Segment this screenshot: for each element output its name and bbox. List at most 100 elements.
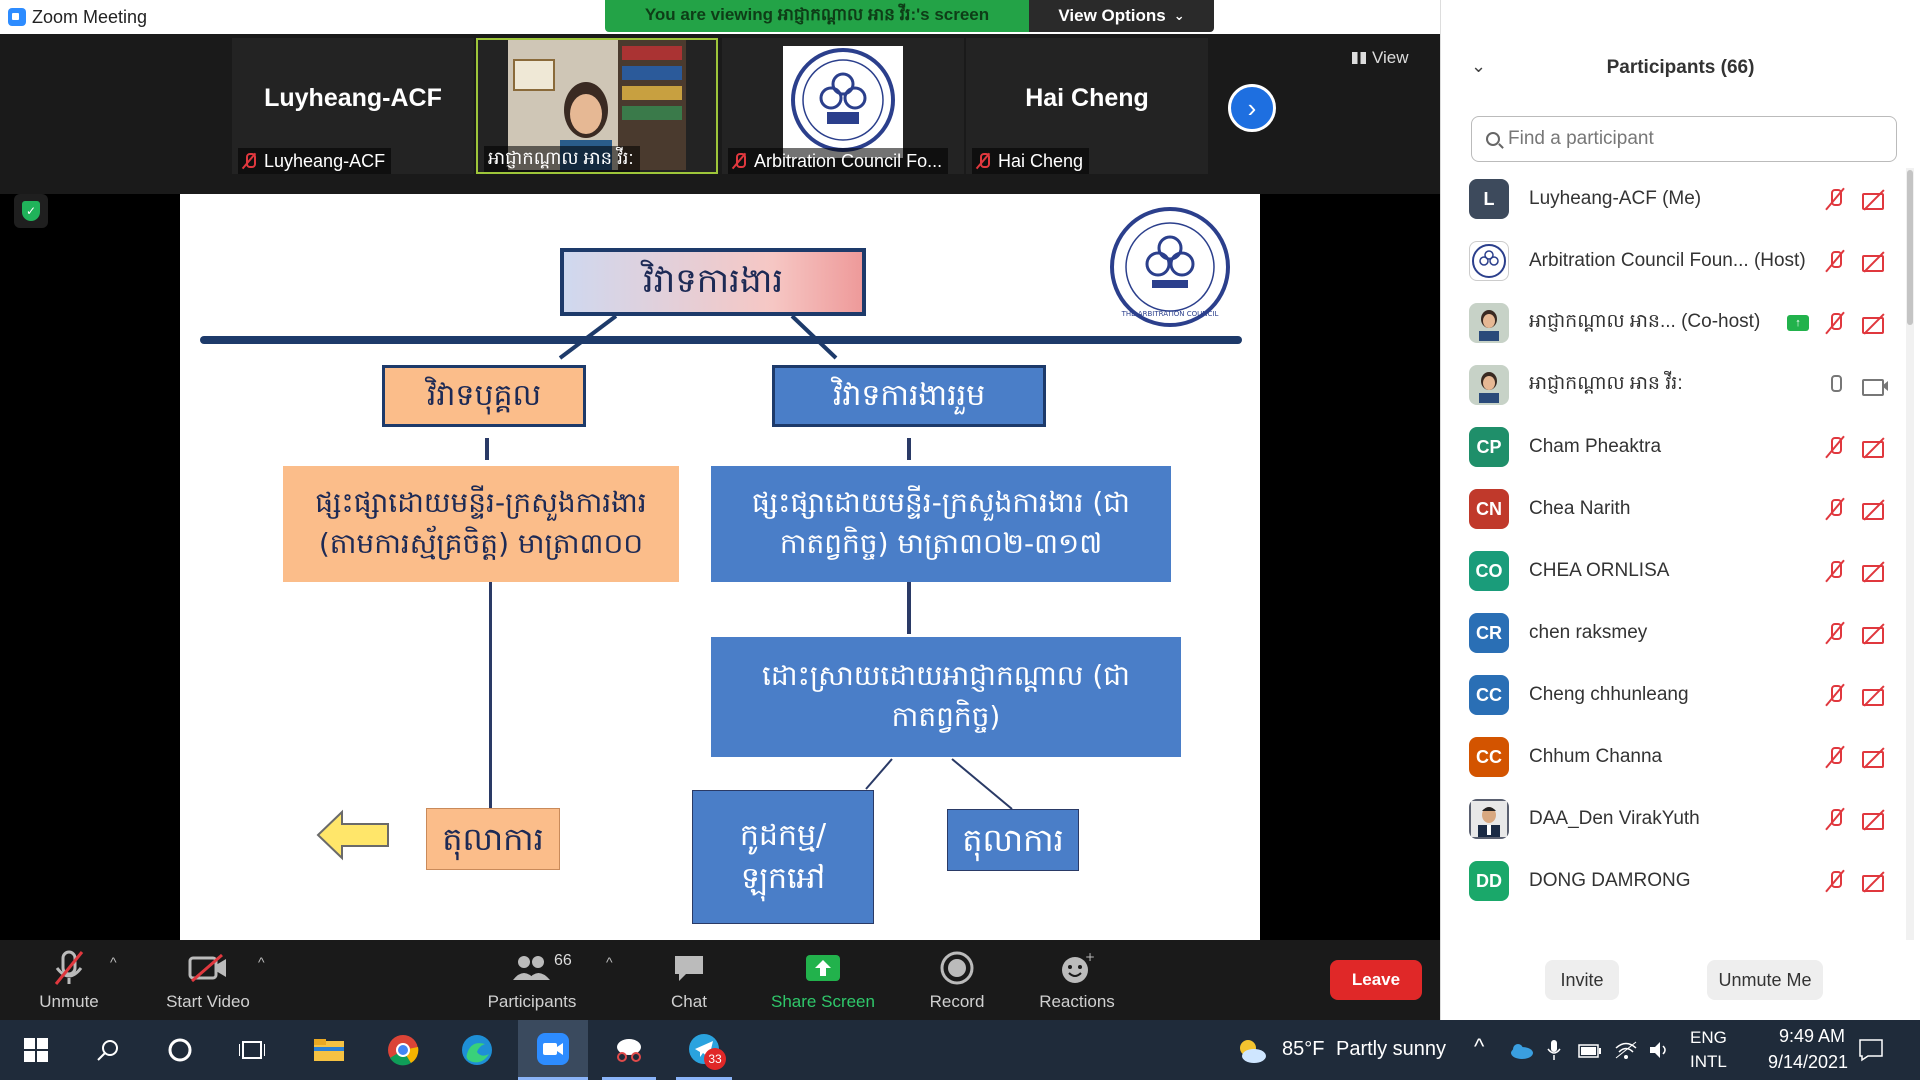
- participant-row[interactable]: CC Cheng chhunleang: [1441, 664, 1903, 726]
- participant-row[interactable]: Arbitration Council Foun... (Host): [1441, 230, 1903, 292]
- mic-muted-icon[interactable]: [1825, 249, 1845, 273]
- video-off-icon[interactable]: [1861, 684, 1889, 706]
- video-strip: Luyheang-ACF Luyheang-ACF អាជ្ញាកណ្ដាល អ…: [0, 34, 1440, 194]
- participant-row[interactable]: CC Chhum Channa: [1441, 726, 1903, 788]
- connector-lines: [558, 314, 838, 360]
- tile-label-text: Arbitration Council Fo...: [754, 150, 943, 171]
- participant-row[interactable]: CP Cham Pheaktra: [1441, 416, 1903, 478]
- video-off-icon[interactable]: [1861, 498, 1889, 520]
- video-off-icon[interactable]: [1861, 560, 1889, 582]
- weather-partly-sunny-icon[interactable]: [1236, 1036, 1268, 1064]
- invite-button[interactable]: Invite: [1545, 960, 1619, 1000]
- video-off-icon[interactable]: [1861, 870, 1889, 892]
- video-tile[interactable]: Luyheang-ACF Luyheang-ACF: [232, 38, 474, 174]
- video-off-icon[interactable]: [1861, 622, 1889, 644]
- participant-row[interactable]: CO CHEA ORNLISA: [1441, 540, 1903, 602]
- edge-button[interactable]: [452, 1020, 502, 1080]
- mic-muted-icon[interactable]: [1825, 559, 1845, 583]
- view-button[interactable]: View: [1352, 48, 1409, 68]
- video-camera-off-icon: [188, 950, 228, 986]
- mic-muted-icon[interactable]: [1825, 745, 1845, 769]
- mic-muted-icon[interactable]: [1825, 621, 1845, 645]
- video-off-icon[interactable]: [1861, 312, 1889, 334]
- participants-options-caret[interactable]: ^: [606, 954, 613, 970]
- onedrive-cloud-icon[interactable]: [1508, 1042, 1534, 1060]
- video-off-icon[interactable]: [1861, 188, 1889, 210]
- chevron-down-icon[interactable]: ⌄: [1471, 56, 1487, 76]
- zoom-taskbar-button[interactable]: [518, 1020, 588, 1080]
- video-off-icon[interactable]: [1861, 436, 1889, 458]
- video-off-icon[interactable]: [1861, 746, 1889, 768]
- leave-button[interactable]: Leave: [1330, 960, 1422, 1000]
- notifications-icon[interactable]: [1858, 1038, 1884, 1062]
- battery-icon[interactable]: [1578, 1044, 1602, 1058]
- video-options-caret[interactable]: ^: [258, 954, 265, 970]
- wifi-icon[interactable]: [1614, 1040, 1638, 1060]
- video-on-icon[interactable]: [1861, 374, 1889, 396]
- participants-count: 66: [554, 952, 572, 969]
- audio-options-caret[interactable]: ^: [110, 954, 117, 970]
- snipping-tool-button[interactable]: [602, 1020, 656, 1080]
- language-indicator[interactable]: ENG: [1690, 1028, 1727, 1047]
- unmute-me-button[interactable]: Unmute Me: [1707, 960, 1823, 1000]
- view-options-button[interactable]: View Options ⌄: [1029, 0, 1214, 32]
- reactions-button[interactable]: + Reactions: [1030, 940, 1124, 1020]
- volume-icon[interactable]: [1648, 1040, 1672, 1060]
- video-tile-active-speaker[interactable]: អាជ្ញាកណ្ដាល អាន វីរ:: [476, 38, 718, 174]
- weather-description[interactable]: Partly sunny: [1336, 1038, 1447, 1060]
- share-screen-button[interactable]: Share Screen: [764, 940, 882, 1020]
- start-video-button[interactable]: Start Video: [158, 940, 258, 1020]
- clock-date[interactable]: 9/14/2021: [1767, 1052, 1849, 1072]
- task-view-icon: [239, 1041, 265, 1059]
- mic-muted-icon[interactable]: [1825, 869, 1845, 893]
- arbitration-council-logo: [783, 46, 903, 158]
- participant-row[interactable]: អាជ្ញាកណ្ដាល អាន... (Co-host) ↑: [1441, 292, 1903, 354]
- keyboard-layout[interactable]: INTL: [1690, 1052, 1727, 1071]
- record-button[interactable]: Record: [920, 940, 994, 1020]
- unmute-button[interactable]: Unmute: [30, 940, 108, 1020]
- tile-label: Arbitration Council Fo...: [728, 148, 949, 174]
- participant-row[interactable]: L Luyheang-ACF (Me): [1441, 168, 1903, 230]
- participant-row[interactable]: DD DONG DAMRONG: [1441, 850, 1903, 912]
- start-button[interactable]: [12, 1020, 60, 1080]
- record-icon: [937, 950, 977, 986]
- divider-bar: [200, 336, 1242, 344]
- participants-button[interactable]: 66 Participants: [480, 940, 584, 1020]
- mic-muted-icon[interactable]: [1825, 683, 1845, 707]
- mic-muted-icon[interactable]: [1825, 187, 1845, 211]
- cortana-button[interactable]: [156, 1020, 204, 1080]
- participant-row[interactable]: DAA_Den VirakYuth: [1441, 788, 1903, 850]
- security-shield-icon[interactable]: ✓: [14, 194, 48, 228]
- telegram-button[interactable]: 33: [676, 1020, 732, 1080]
- video-tile[interactable]: Hai Cheng Hai Cheng: [966, 38, 1208, 174]
- scrollbar-thumb[interactable]: [1907, 170, 1913, 325]
- microphone-icon[interactable]: [1547, 1039, 1561, 1061]
- mic-muted-icon[interactable]: [1825, 435, 1845, 459]
- scrollbar-track[interactable]: [1906, 168, 1914, 940]
- find-participant-input[interactable]: Find a participant: [1471, 116, 1897, 162]
- file-explorer-button[interactable]: [304, 1020, 354, 1080]
- video-off-icon[interactable]: [1861, 808, 1889, 830]
- participant-row[interactable]: CR chen raksmey: [1441, 602, 1903, 664]
- mic-muted-icon[interactable]: [1825, 497, 1845, 521]
- task-view-button[interactable]: [228, 1020, 276, 1080]
- mic-muted-icon[interactable]: [1825, 311, 1845, 335]
- mic-on-icon[interactable]: [1825, 373, 1845, 397]
- reactions-label: Reactions: [1039, 992, 1115, 1011]
- clock-time[interactable]: 9:49 AM: [1778, 1026, 1846, 1046]
- chevron-up-icon[interactable]: ^: [1474, 1034, 1485, 1059]
- video-tile[interactable]: Arbitration Council Fo...: [722, 38, 964, 174]
- search-button[interactable]: [84, 1020, 132, 1080]
- viewing-screen-banner: You are viewing អាជ្ញាកណ្ដាល អាន វីរ:'s …: [605, 0, 1029, 32]
- weather-temperature[interactable]: 85°F: [1282, 1038, 1325, 1060]
- participant-row[interactable]: អាជ្ញាកណ្ដាល អាន វីរ:: [1441, 354, 1903, 416]
- checkmark-icon: ✓: [22, 201, 40, 221]
- cortana-icon: [168, 1038, 192, 1062]
- mic-muted-icon[interactable]: [1825, 807, 1845, 831]
- avatar: CR: [1469, 613, 1509, 653]
- chrome-button[interactable]: [378, 1020, 428, 1080]
- next-page-button[interactable]: ›: [1228, 84, 1276, 132]
- chat-button[interactable]: Chat: [652, 940, 726, 1020]
- participant-row[interactable]: CN Chea Narith: [1441, 478, 1903, 540]
- video-off-icon[interactable]: [1861, 250, 1889, 272]
